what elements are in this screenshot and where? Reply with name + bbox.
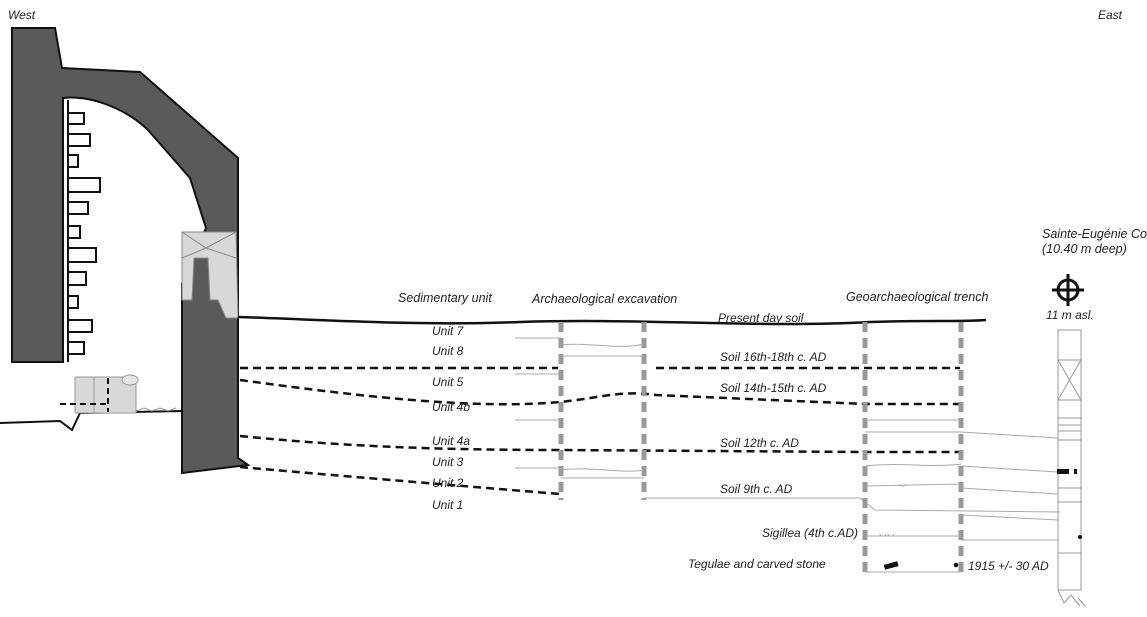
buried-structure — [60, 374, 177, 414]
unit-label: Unit 4b — [432, 400, 471, 414]
excavation-columns — [558, 322, 647, 500]
soil-14-15-line — [239, 378, 960, 406]
soil-9-label: Soil 9th c. AD — [720, 482, 793, 496]
header-archaeological-excavation: Archaeological excavation — [532, 292, 678, 306]
soil-present-label: Present day soil — [718, 311, 804, 325]
core-title: Sainte-Eugénie Core — [1042, 227, 1147, 241]
core-altitude: 11 m asl. — [1046, 308, 1094, 322]
west-label: West — [8, 8, 36, 22]
unit-label: Unit 2 — [432, 476, 464, 490]
soil-12-line — [239, 434, 960, 454]
arch-tower — [11, 27, 251, 475]
ground-line-west — [0, 410, 184, 432]
core-depth: (10.40 m deep) — [1042, 242, 1127, 256]
header-geoarchaeological-trench: Geoarchaeological trench — [846, 290, 989, 304]
unit-label: Unit 7 — [432, 324, 464, 338]
brick-wall — [67, 100, 101, 362]
soil-16-18-label: Soil 16th-18th c. AD — [720, 350, 827, 364]
carved-stone-symbol — [883, 561, 899, 570]
soil-9-line — [239, 465, 561, 496]
unit-label: Unit 3 — [432, 455, 464, 469]
present-day-soil — [237, 315, 987, 326]
date-sample-dot — [953, 562, 959, 568]
soil-12-label: Soil 12th c. AD — [720, 436, 799, 450]
unit-label: Unit 1 — [432, 498, 464, 512]
east-label: East — [1098, 8, 1123, 22]
core-marker-b — [1074, 469, 1077, 474]
trench-layers — [864, 419, 1059, 573]
unit-label: Unit 4a — [432, 434, 471, 448]
unit-label: Unit 5 — [432, 375, 464, 389]
core-dot — [1078, 535, 1082, 539]
soil-14-15-label: Soil 14th-15th c. AD — [720, 381, 827, 395]
core-marker-a — [1057, 469, 1069, 474]
header-sedimentary-unit: Sedimentary unit — [398, 291, 492, 305]
tegulae-label: Tegulae and carved stone — [688, 557, 826, 571]
soil-horizons — [239, 366, 960, 496]
trench-columns — [862, 322, 964, 575]
sigillea-label: Sigillea (4th c.AD) — [762, 526, 859, 540]
date-label: 1915 +/- 30 AD — [968, 559, 1049, 573]
core-column — [1057, 329, 1086, 607]
core-location-icon — [1052, 274, 1084, 306]
unit-label: Unit 8 — [432, 344, 464, 358]
